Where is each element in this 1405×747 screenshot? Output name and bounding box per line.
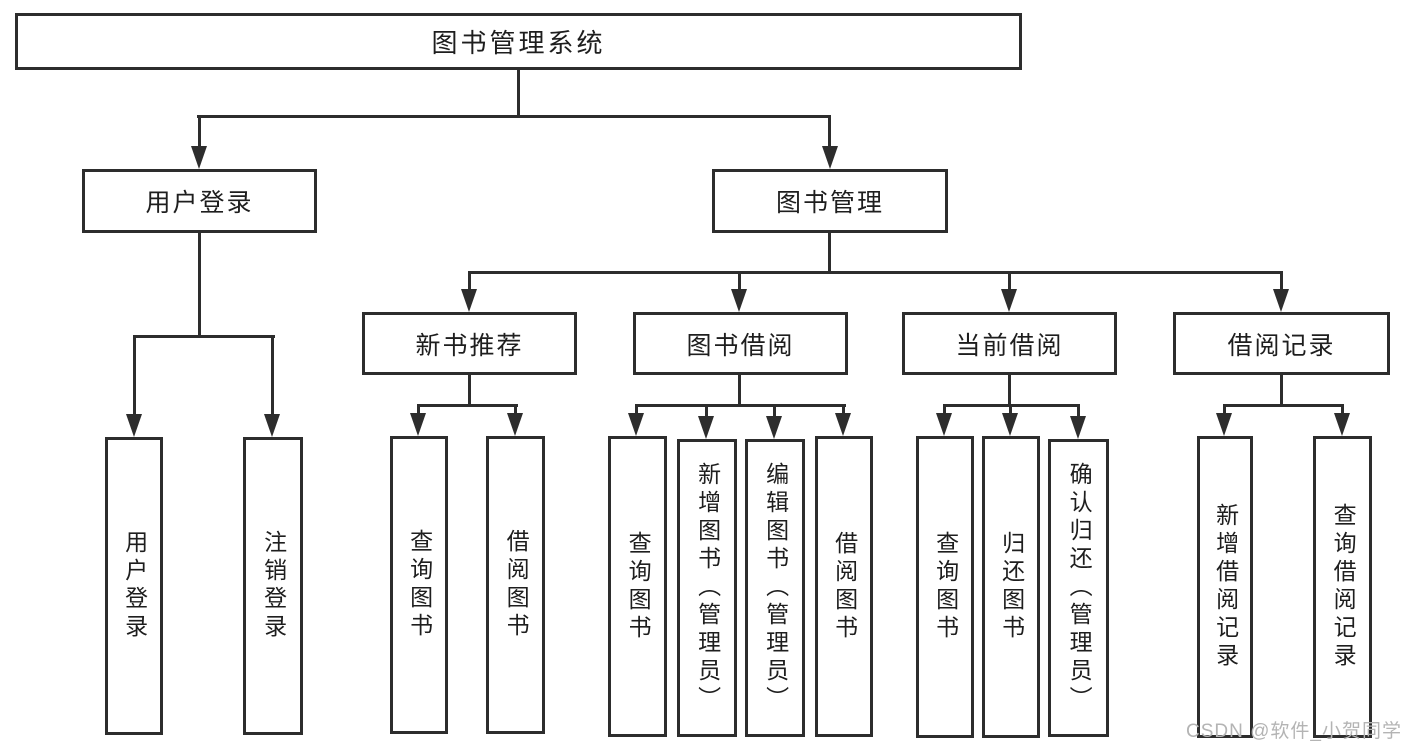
connector-to-borrow-records (1280, 271, 1283, 292)
node-leaf-logout-label: 注销登录 (260, 530, 287, 642)
node-user-login: 用户登录 (82, 169, 317, 233)
connector-to-current-borrow (1008, 271, 1011, 292)
connector-to-cb-return (1009, 404, 1012, 414)
arrow-to-user-login-icon (191, 146, 207, 169)
connector-user-login-trunk (198, 233, 201, 338)
arrow-to-book-borrow-icon (731, 289, 747, 312)
connector-to-nbr-query (417, 404, 420, 414)
node-leaf-user-login-label: 用户登录 (121, 530, 148, 642)
node-leaf-nbr-query-books-label: 查询图书 (406, 529, 433, 641)
node-leaf-bb-add-books: 新增图书（管理员） (677, 439, 737, 737)
arrow-to-leaf-login-icon (126, 414, 142, 437)
connector-to-cb-confirm (1077, 404, 1080, 417)
node-borrow-records-label: 借阅记录 (1227, 331, 1336, 360)
connector-to-br-query (1341, 404, 1344, 414)
connector-book-mgmt-split (469, 271, 1283, 274)
connector-to-leaf-logout (271, 335, 274, 417)
node-leaf-bb-borrow-books-label: 借阅图书 (831, 530, 858, 643)
node-book-borrow: 图书借阅 (633, 312, 848, 375)
node-leaf-bb-query-books: 查询图书 (608, 436, 667, 737)
connector-new-book-rec-trunk (468, 374, 471, 407)
node-leaf-cb-return-books-label: 归还图书 (998, 531, 1025, 643)
connector-to-br-add (1223, 404, 1226, 414)
node-root-system: 图书管理系统 (15, 13, 1022, 70)
node-root-label: 图书管理系统 (431, 28, 606, 58)
node-new-book-rec: 新书推荐 (362, 312, 577, 375)
connector-to-cb-query (943, 404, 946, 414)
node-user-login-label: 用户登录 (145, 189, 254, 217)
node-leaf-bb-edit-books: 编辑图书（管理员） (745, 439, 805, 737)
arrow-to-leaf-logout-icon (264, 414, 280, 437)
connector-book-mgmt-trunk (828, 233, 831, 274)
node-leaf-br-add-record: 新增借阅记录 (1197, 436, 1253, 738)
connector-to-new-book-rec (468, 271, 471, 292)
arrow-to-cb-return-icon (1002, 413, 1018, 436)
connector-root-trunk (517, 69, 520, 118)
node-leaf-bb-query-books-label: 查询图书 (625, 530, 652, 643)
node-leaf-user-login: 用户登录 (105, 437, 163, 735)
arrow-to-book-mgmt-icon (822, 146, 838, 169)
node-book-borrow-label: 图书借阅 (686, 331, 795, 360)
node-leaf-nbr-borrow-books-label: 借阅图书 (503, 529, 530, 641)
arrow-to-br-query-icon (1334, 413, 1350, 436)
arrow-to-new-book-rec-icon (461, 289, 477, 312)
node-leaf-nbr-query-books: 查询图书 (390, 436, 448, 734)
node-leaf-bb-borrow-books: 借阅图书 (815, 436, 873, 737)
node-book-mgmt-label: 图书管理 (775, 189, 884, 217)
arrow-to-nbr-borrow-icon (507, 413, 523, 436)
arrow-to-nbr-query-icon (410, 413, 426, 436)
node-current-borrow: 当前借阅 (902, 312, 1117, 375)
connector-to-book-mgmt (828, 115, 831, 146)
connector-borrow-records-split (1223, 404, 1344, 407)
connector-borrow-records-trunk (1280, 374, 1283, 407)
node-leaf-bb-add-books-label: 新增图书（管理员） (694, 462, 721, 714)
node-new-book-rec-label: 新书推荐 (415, 331, 524, 360)
connector-to-bb-add (705, 404, 708, 417)
node-leaf-cb-confirm-return-label: 确认归还（管理员） (1066, 462, 1093, 714)
node-leaf-cb-query-books: 查询图书 (916, 436, 974, 738)
node-book-mgmt: 图书管理 (712, 169, 948, 233)
connector-book-borrow-split (635, 404, 846, 407)
connector-to-leaf-login (133, 335, 136, 417)
connector-to-book-borrow (738, 271, 741, 292)
connector-new-book-rec-split (417, 404, 518, 407)
node-leaf-nbr-borrow-books: 借阅图书 (486, 436, 545, 734)
arrow-to-cb-query-icon (936, 413, 952, 436)
node-leaf-bb-edit-books-label: 编辑图书（管理员） (762, 462, 789, 714)
node-leaf-br-query-record-label: 查询借阅记录 (1330, 503, 1357, 671)
connector-to-nbr-borrow (514, 404, 517, 414)
arrow-to-bb-borrow-icon (835, 413, 851, 436)
connector-root-split (197, 115, 831, 118)
node-leaf-cb-return-books: 归还图书 (982, 436, 1040, 738)
connector-to-user-login (198, 115, 201, 146)
arrow-to-bb-query-icon (628, 413, 644, 436)
connector-user-login-split (133, 335, 275, 338)
node-leaf-cb-confirm-return: 确认归还（管理员） (1048, 439, 1109, 737)
node-current-borrow-label: 当前借阅 (955, 331, 1064, 360)
arrow-to-cb-confirm-icon (1070, 416, 1086, 439)
connector-to-bb-query (635, 404, 638, 414)
node-leaf-br-add-record-label: 新增借阅记录 (1212, 503, 1239, 671)
arrow-to-borrow-records-icon (1273, 289, 1289, 312)
arrow-to-br-add-icon (1216, 413, 1232, 436)
arrow-to-bb-edit-icon (766, 416, 782, 439)
arrow-to-bb-add-icon (698, 416, 714, 439)
connector-to-bb-borrow (842, 404, 845, 414)
connector-book-borrow-trunk (738, 374, 741, 407)
node-leaf-logout: 注销登录 (243, 437, 303, 735)
connector-to-bb-edit (773, 404, 776, 417)
node-leaf-cb-query-books-label: 查询图书 (932, 531, 959, 643)
watermark: CSDN @软件_小贺同学 (1186, 721, 1402, 742)
node-borrow-records: 借阅记录 (1173, 312, 1390, 375)
arrow-to-current-borrow-icon (1001, 289, 1017, 312)
connector-current-borrow-trunk (1008, 374, 1011, 407)
node-leaf-br-query-record: 查询借阅记录 (1313, 436, 1372, 738)
